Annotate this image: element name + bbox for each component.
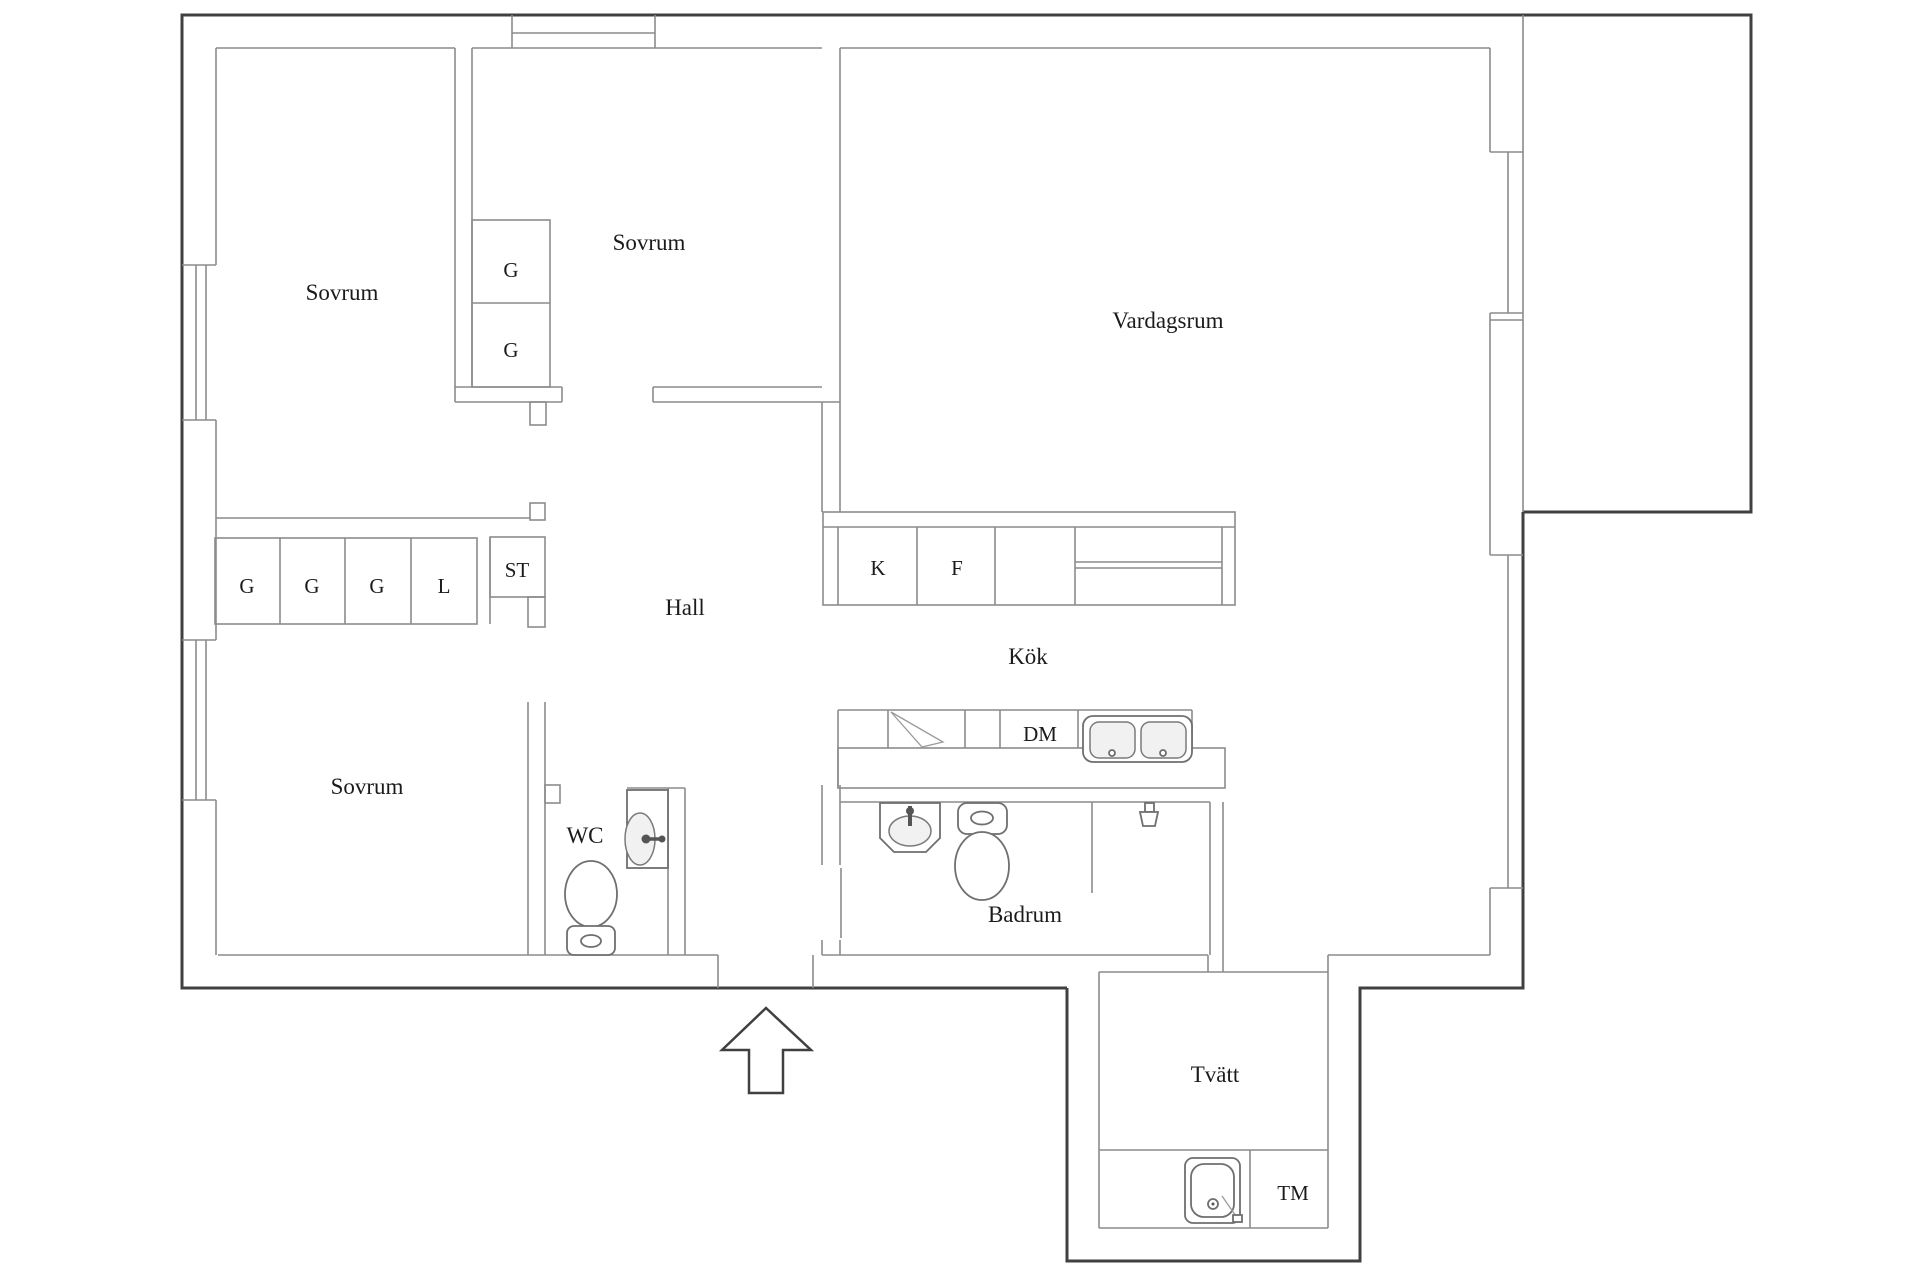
shower-head-neck xyxy=(1144,802,1155,813)
bath-sink-faucet-dot xyxy=(906,807,914,815)
entrance-arrow-icon xyxy=(718,1006,815,1095)
label-closet-g1: G xyxy=(503,258,518,282)
label-closet-g2: G xyxy=(503,338,518,362)
label-closet-g3: G xyxy=(239,574,254,598)
bath-toilet-button xyxy=(970,810,994,826)
upper-counter-sections xyxy=(823,526,1235,605)
sink-bowl-right xyxy=(1140,721,1187,759)
door-jamb-bedroom2 xyxy=(529,401,547,426)
label-freezer: F xyxy=(951,556,963,580)
outer-wall-main xyxy=(180,13,1753,990)
lower-counter-front xyxy=(837,747,1226,789)
label-hall: Hall xyxy=(665,595,705,620)
door-jamb-wc xyxy=(544,784,561,804)
label-closet-linen: L xyxy=(438,574,451,598)
label-bathroom: Badrum xyxy=(988,902,1062,927)
kitchen-upper-counter xyxy=(822,511,1236,606)
label-living-room: Vardagsrum xyxy=(1112,308,1223,333)
label-bedroom-top-left: Sovrum xyxy=(306,280,379,305)
kitchen-sink-icon xyxy=(1082,715,1193,763)
laundry-sink-bowl xyxy=(1190,1163,1235,1218)
shower-head-icon xyxy=(1138,802,1160,827)
upper-counter-outline xyxy=(822,511,1236,606)
bath-toilet-bowl xyxy=(954,831,1010,901)
closet-row xyxy=(214,536,546,625)
label-closet-g4: G xyxy=(304,574,319,598)
laundry-walls xyxy=(1098,971,1329,1229)
stove-icon xyxy=(890,711,945,748)
label-laundry: Tvätt xyxy=(1191,1062,1240,1087)
label-closet-g5: G xyxy=(369,574,384,598)
sink-bowl-left xyxy=(1089,721,1136,759)
label-bedroom-bottom-left: Sovrum xyxy=(331,774,404,799)
label-fridge: K xyxy=(870,556,885,580)
label-bedroom-top-middle: Sovrum xyxy=(613,230,686,255)
door-jamb-bedroom3 xyxy=(527,596,546,628)
bathroom-fixtures xyxy=(879,802,1160,901)
shower-head-body xyxy=(1138,811,1160,827)
label-wc: WC xyxy=(566,823,603,848)
outer-wall-laundry xyxy=(1065,512,1525,1263)
closet-st-box xyxy=(489,536,546,598)
wc-fixtures xyxy=(564,789,669,956)
closet-row-box xyxy=(214,537,478,625)
laundry-sink-faucet-base xyxy=(1232,1214,1243,1223)
closet-bedroom2 xyxy=(471,219,551,388)
kitchen-lower-counter xyxy=(837,709,1226,789)
wc-toilet-bowl xyxy=(564,860,618,928)
label-closet-cleaning: ST xyxy=(505,558,530,582)
laundry-sink-drain-dot xyxy=(1211,1202,1215,1206)
laundry-sink-icon xyxy=(1184,1157,1243,1224)
label-washing-machine: TM xyxy=(1277,1181,1309,1205)
label-dishwasher: DM xyxy=(1023,722,1057,746)
door-jamb-bedroom1 xyxy=(529,502,546,521)
sink-drain-left xyxy=(1108,749,1116,757)
sink-drain-right xyxy=(1159,749,1167,757)
interior-walls xyxy=(182,15,1524,988)
wc-sink-faucet-dot2 xyxy=(658,835,666,843)
wc-sink-faucet-dot1 xyxy=(641,834,651,844)
wc-toilet-button xyxy=(580,934,602,948)
label-kitchen: Kök xyxy=(1008,644,1048,669)
laundry-room xyxy=(1098,971,1329,1229)
